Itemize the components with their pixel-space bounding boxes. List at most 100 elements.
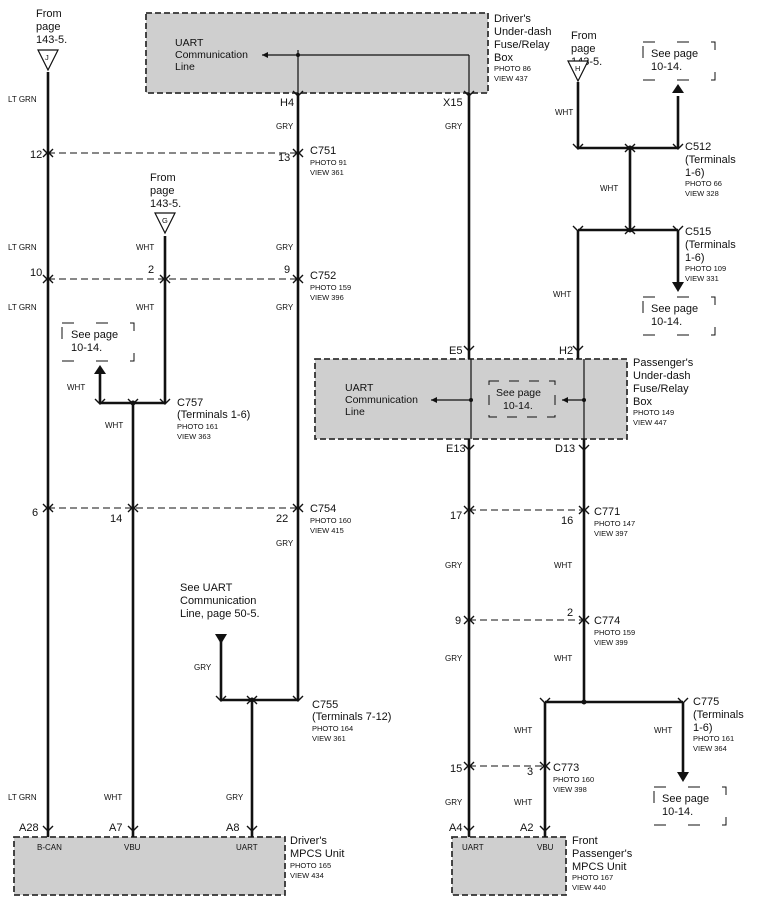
svg-text:WHT: WHT [514,798,532,807]
svg-text:VIEW 434: VIEW 434 [290,871,324,880]
svg-text:GRY: GRY [445,798,463,807]
svg-text:WHT: WHT [554,654,572,663]
svg-text:See page: See page [662,793,709,805]
svg-text:C752: C752 [310,270,336,282]
svg-text:PHOTO 161: PHOTO 161 [693,734,734,743]
pin-e13: E13 [446,443,466,455]
svg-text:PHOTO 91: PHOTO 91 [310,158,347,167]
svg-text:Passenger's: Passenger's [633,357,694,369]
wires [46,72,689,837]
svg-text:See page: See page [651,48,698,60]
pin-d13: D13 [555,443,575,455]
svg-text:PHOTO 66: PHOTO 66 [685,179,722,188]
svg-text:VIEW 361: VIEW 361 [312,734,346,743]
svg-text:2: 2 [567,607,573,619]
pin-a7: A7 [109,822,122,834]
svg-text:J: J [45,53,49,62]
svg-text:GRY: GRY [445,654,463,663]
svg-text:VIEW 363: VIEW 363 [177,432,211,441]
svg-text:9: 9 [284,264,290,276]
connector-c754: C754 PHOTO 160 VIEW 415 6 14 22 [32,503,351,535]
svg-text:GRY: GRY [276,303,294,312]
pin-x15: X15 [443,97,463,109]
svg-text:UART: UART [462,843,484,852]
svg-text:1-6): 1-6) [685,252,705,264]
svg-text:C771: C771 [594,506,620,518]
svg-text:PHOTO 164: PHOTO 164 [312,724,353,733]
driver-mpcs-unit: B-CAN VBU UART Driver's MPCS Unit PHOTO … [13,835,344,896]
svg-text:143-5.: 143-5. [150,198,181,210]
svg-text:Fuse/Relay: Fuse/Relay [633,383,689,395]
svg-text:WHT: WHT [67,383,85,392]
svg-text:C775: C775 [693,696,719,708]
svg-text:PHOTO 161: PHOTO 161 [177,422,218,431]
connector-c773: C773 PHOTO 160 VIEW 398 15 3 [450,762,594,794]
svg-text:1-6): 1-6) [685,167,705,179]
svg-text:WHT: WHT [136,243,154,252]
svg-text:Line, page 50-5.: Line, page 50-5. [180,608,260,620]
svg-text:C515: C515 [685,226,711,238]
svg-text:WHT: WHT [514,726,532,735]
junction-dots [130,145,633,705]
svg-text:PHOTO 149: PHOTO 149 [633,408,674,417]
see-uart-ref: See UART Communication Line, page 50-5. [180,582,260,620]
svg-text:VIEW 399: VIEW 399 [594,638,628,647]
svg-text:LT GRN: LT GRN [8,303,37,312]
svg-text:GRY: GRY [445,122,463,131]
svg-text:17: 17 [450,510,462,522]
svg-text:VBU: VBU [124,843,141,852]
svg-text:Under-dash: Under-dash [494,26,551,38]
svg-text:10: 10 [30,267,42,279]
connector-c771: C771 PHOTO 147 VIEW 397 17 16 [450,506,635,538]
svg-text:GRY: GRY [445,561,463,570]
connector-c512: C512 (Terminals 1-6) PHOTO 66 VIEW 328 [685,141,736,198]
connector-c757: C757 (Terminals 1-6) PHOTO 161 VIEW 363 [177,397,250,441]
passenger-fuse-box: UART Communication Line See page 10-14. [314,358,628,440]
svg-text:See page: See page [496,387,541,399]
wire-color-labels: LT GRN LT GRN LT GRN LT GRN GRY GRY GRY … [8,95,672,807]
svg-text:(Terminals 7-12): (Terminals 7-12) [312,711,391,723]
svg-text:UART: UART [236,843,258,852]
pin-h2: H2 [559,345,573,357]
svg-text:WHT: WHT [654,726,672,735]
svg-text:PHOTO 165: PHOTO 165 [290,861,331,870]
svg-text:WHT: WHT [600,184,618,193]
connector-c515: C515 (Terminals 1-6) PHOTO 109 VIEW 331 [685,226,736,283]
svg-text:13: 13 [278,152,290,164]
svg-text:LT GRN: LT GRN [8,95,37,104]
see-page-ref-top-right: See page 10-14. [642,41,716,81]
svg-text:(Terminals: (Terminals [685,154,736,166]
svg-text:Front: Front [572,835,598,847]
svg-text:VIEW 415: VIEW 415 [310,526,344,535]
svg-text:Fuse/Relay: Fuse/Relay [494,39,550,51]
svg-text:PHOTO 160: PHOTO 160 [553,775,594,784]
svg-text:MPCS Unit: MPCS Unit [572,861,626,873]
svg-text:PHOTO 159: PHOTO 159 [594,628,635,637]
svg-text:PHOTO 86: PHOTO 86 [494,64,531,73]
svg-text:page: page [36,21,60,33]
from-page-ref-g: From page 143-5. G [150,172,181,235]
svg-text:1-6): 1-6) [693,722,713,734]
svg-text:VBU: VBU [537,843,554,852]
svg-text:VIEW 437: VIEW 437 [494,74,528,83]
driver-fuse-label: Driver's Under-dash Fuse/Relay Box PHOTO… [494,13,551,83]
svg-text:10-14.: 10-14. [651,61,682,73]
svg-text:LT GRN: LT GRN [8,793,37,802]
svg-text:B-CAN: B-CAN [37,843,62,852]
svg-text:page: page [150,185,174,197]
svg-text:9: 9 [455,615,461,627]
svg-text:Driver's: Driver's [290,835,327,847]
from-page-ref-h: From page 143-5. H [567,30,602,83]
svg-text:Communication: Communication [180,595,256,607]
svg-text:14: 14 [110,513,122,525]
pin-a28: A28 [19,822,39,834]
see-page-ref-c515: See page 10-14. [642,296,716,336]
svg-text:10-14.: 10-14. [503,400,533,412]
passenger-mpcs-unit: UART VBU Front Passenger's MPCS Unit PHO… [451,835,633,896]
svg-text:C755: C755 [312,699,338,711]
svg-text:GRY: GRY [276,539,294,548]
svg-text:VIEW 440: VIEW 440 [572,883,606,892]
svg-text:UART: UART [345,382,374,394]
svg-text:VIEW 364: VIEW 364 [693,744,727,753]
svg-text:From: From [36,8,62,20]
